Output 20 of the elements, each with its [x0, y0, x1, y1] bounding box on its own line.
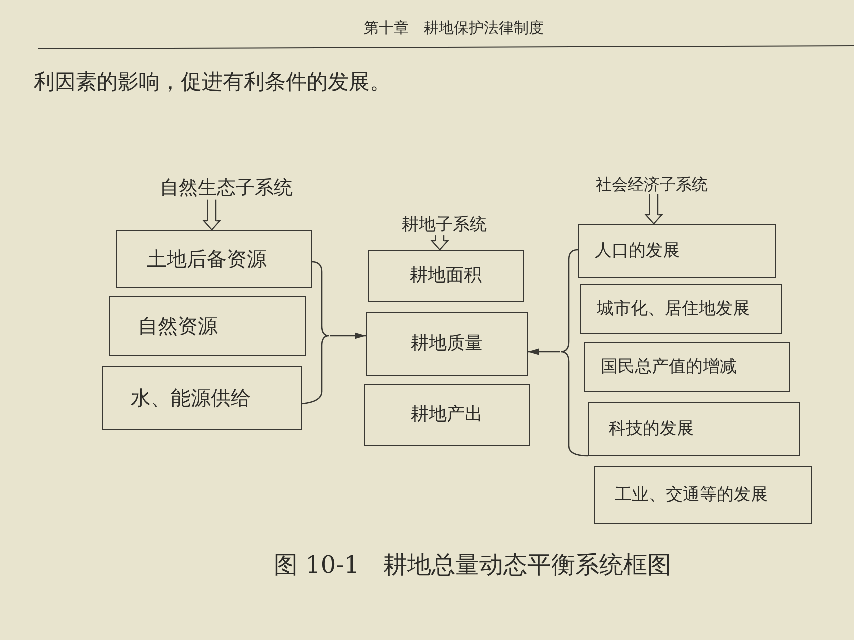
- group-heading: 耕地子系统: [402, 216, 487, 236]
- factor-box: 科技的发展: [588, 402, 800, 456]
- factor-box: 自然资源: [109, 296, 306, 356]
- factor-box: 工业、交通等的发展: [594, 466, 812, 524]
- factor-box: 人口的发展: [578, 224, 776, 278]
- running-header: 第十章 耕地保护法律制度: [364, 20, 544, 38]
- factor-box: 耕地产出: [364, 384, 530, 446]
- body-text: 利因素的影响，促进有利条件的发展。: [34, 70, 391, 94]
- curly-brace: [560, 248, 590, 458]
- figure-caption: 图 10-1 耕地总量动态平衡系统框图: [274, 552, 672, 580]
- group-heading: 自然生态子系统: [160, 178, 293, 200]
- factor-box: 土地后备资源: [116, 230, 312, 288]
- arrow: [330, 332, 366, 340]
- arrow: [528, 348, 560, 356]
- factor-box: 水、能源供给: [102, 366, 302, 430]
- group-heading: 社会经济子系统: [596, 176, 708, 194]
- factor-box: 城市化、居住地发展: [580, 284, 782, 334]
- factor-box: 耕地面积: [368, 250, 524, 302]
- factor-box: 国民总产值的增减: [584, 342, 790, 392]
- factor-box: 耕地质量: [366, 312, 528, 376]
